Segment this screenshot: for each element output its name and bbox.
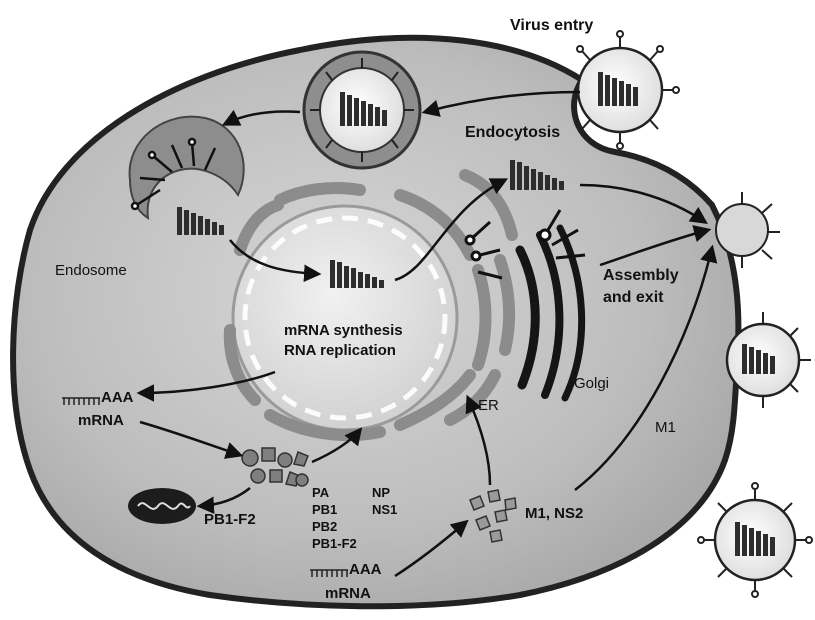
label-mrna-poly-a-left: AAA bbox=[101, 389, 134, 406]
endocytic-vesicle bbox=[304, 52, 420, 168]
label-synthesis-line1: mRNA synthesis bbox=[284, 322, 403, 339]
label-endosome: Endosome bbox=[55, 262, 127, 279]
entering-virion bbox=[577, 31, 679, 149]
label-er: ER bbox=[478, 397, 499, 414]
label-protein-pb1: PB1 bbox=[312, 502, 337, 517]
label-pb1-f2-mito: PB1-F2 bbox=[204, 511, 256, 528]
label-mrna-bottom: mRNA bbox=[325, 585, 371, 602]
label-protein-pb2: PB2 bbox=[312, 519, 337, 534]
label-protein-pa: PA bbox=[312, 485, 330, 500]
label-endocytosis: Endocytosis bbox=[465, 124, 560, 141]
label-m1: M1 bbox=[655, 419, 676, 436]
mitochondrion bbox=[128, 488, 196, 524]
label-mrna-poly-a-bottom: AAA bbox=[349, 561, 382, 578]
label-assembly-line1: Assembly bbox=[603, 267, 679, 284]
label-virus-entry: Virus entry bbox=[510, 17, 593, 34]
released-virion bbox=[698, 483, 812, 597]
label-assembly-line2: and exit bbox=[603, 289, 664, 306]
label-protein-ns1: NS1 bbox=[372, 502, 397, 517]
label-protein-np: NP bbox=[372, 485, 390, 500]
label-protein-pb1f2: PB1-F2 bbox=[312, 536, 357, 551]
nucleus bbox=[233, 206, 457, 430]
label-mrna-left: mRNA bbox=[78, 412, 124, 429]
label-golgi: Golgi bbox=[574, 375, 609, 392]
label-m1-ns2: M1, NS2 bbox=[525, 505, 583, 522]
label-synthesis-line2: RNA replication bbox=[284, 342, 396, 359]
